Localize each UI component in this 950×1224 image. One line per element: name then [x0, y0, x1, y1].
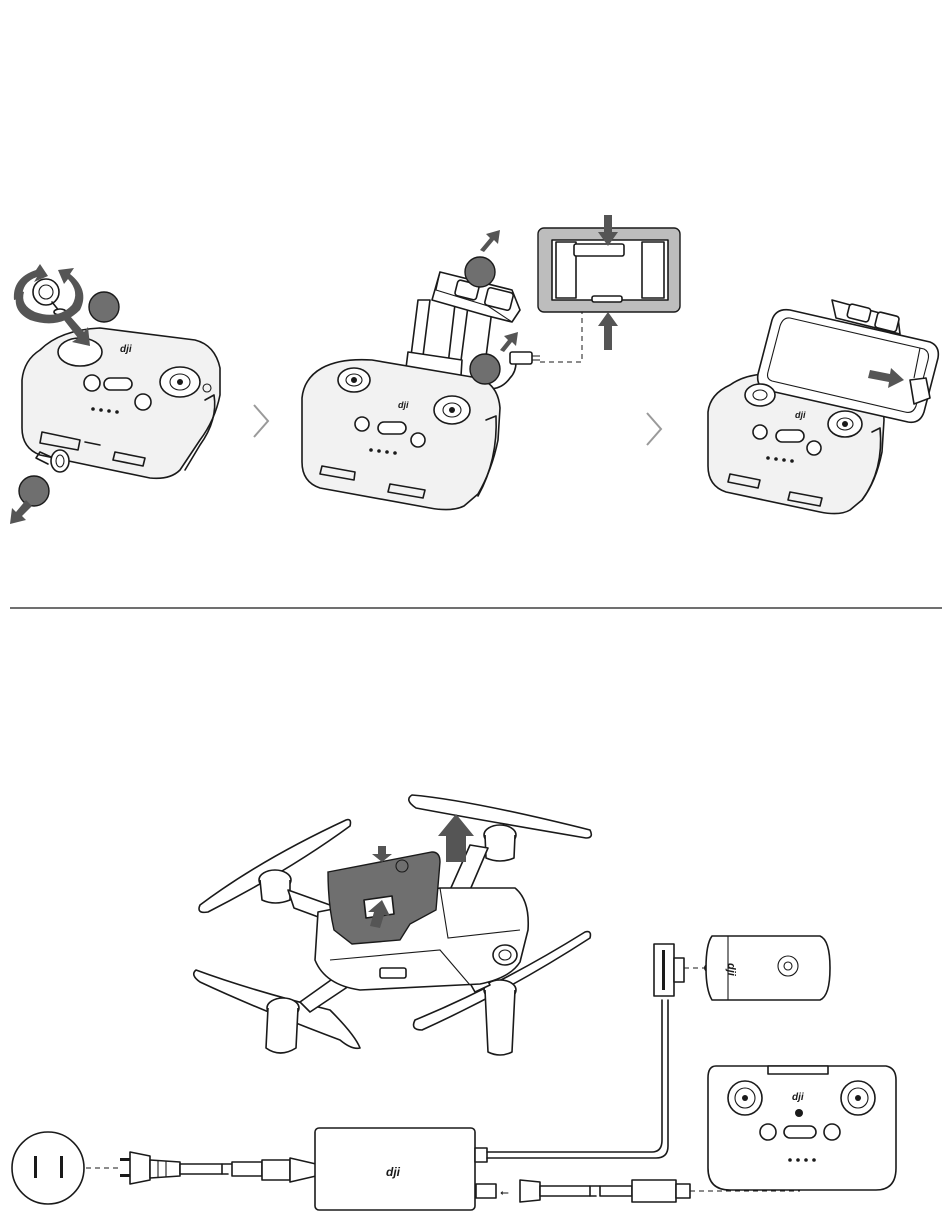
press-up-arrow-icon [598, 312, 618, 350]
intelligent-flight-battery: dji [706, 936, 830, 1000]
pull-arrow-icon [10, 500, 32, 524]
function-button [760, 1124, 776, 1140]
wall-outlet-icon [12, 1132, 84, 1204]
function-button [753, 425, 767, 439]
power-button [807, 441, 821, 455]
dji-logo-icon: dji [725, 963, 737, 977]
control-stick-top [33, 279, 66, 315]
chevron-right-icon [647, 413, 661, 445]
dji-logo-icon: dji [795, 410, 806, 420]
step-3-place-phone: dji [708, 300, 938, 514]
step-1-mount-sticks: dji [10, 264, 220, 524]
dji-logo-icon: dji [792, 1092, 804, 1103]
power-plug-icon [120, 1152, 180, 1184]
function-button [355, 417, 369, 431]
mode-switch [104, 378, 132, 390]
power-button [824, 1124, 840, 1140]
chevron-right-icon [254, 405, 268, 437]
power-button [411, 433, 425, 447]
dji-logo-icon: dji [120, 344, 132, 355]
usb-icon: ⭠ [500, 1187, 509, 1199]
stick-left [745, 384, 775, 406]
pull-up-arrow-icon [480, 230, 500, 252]
remote-controller-body: dji [708, 1066, 896, 1190]
dji-logo-icon: dji [398, 400, 409, 410]
phone-cable-connector [510, 352, 532, 364]
power-button [135, 394, 151, 410]
step-marker-icon [89, 292, 119, 322]
function-button [84, 375, 100, 391]
step-marker-icon [465, 257, 495, 287]
step-marker-icon [19, 476, 49, 506]
step-4-remove-battery [194, 795, 592, 1055]
step-marker-icon [470, 354, 500, 384]
holder-detail-inset [538, 215, 680, 350]
mode-switch [784, 1126, 816, 1138]
dji-logo-icon: dji [386, 1165, 401, 1179]
mode-switch [776, 430, 804, 442]
mode-switch [378, 422, 406, 434]
insert-arrow-icon [500, 332, 518, 352]
step-2-extend-holder: dji [302, 215, 680, 510]
